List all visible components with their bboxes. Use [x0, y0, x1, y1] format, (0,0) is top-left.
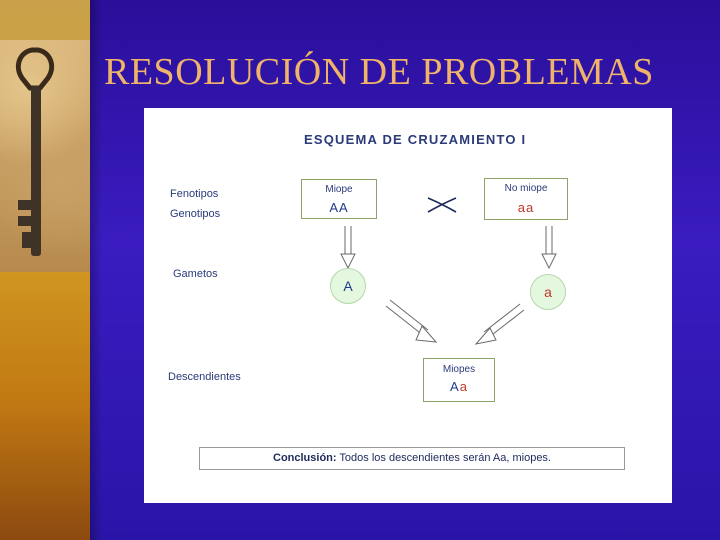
- offspring-box: Miopes Aa: [423, 358, 495, 402]
- label-fenotipos: Fenotipos: [170, 188, 219, 200]
- diagram-arrows: [340, 197, 557, 345]
- decorative-shadow: [90, 0, 102, 540]
- label-genotipos: Genotipos: [170, 208, 221, 220]
- arrow-parent2-to-gamete: [541, 226, 557, 270]
- offspring-allele-recessive: a: [459, 379, 468, 394]
- crossing-diagram-panel: ESQUEMA DE CRUZAMIENTO I Fenotipos Genot…: [144, 108, 672, 503]
- parent1-phenotype: Miope: [325, 184, 353, 195]
- offspring-genotype: Aa: [424, 379, 494, 394]
- offspring-allele-dominant: A: [450, 379, 460, 394]
- key-photo: [0, 40, 90, 272]
- label-descendientes: Descendientes: [168, 371, 241, 383]
- parent2-genotype: aa: [517, 200, 535, 215]
- arrow-parent1-to-gamete: [340, 226, 356, 270]
- conclusion-box: Conclusión: Todos los descendientes será…: [199, 447, 625, 470]
- parent2-box: No miope aa: [484, 178, 568, 220]
- arrow-gamete1-to-offspring: [385, 299, 438, 343]
- cross-symbol-icon: [427, 197, 457, 213]
- scheme-title: ESQUEMA DE CRUZAMIENTO I: [304, 132, 527, 147]
- slide-title: RESOLUCIÓN DE PROBLEMAS: [104, 51, 654, 93]
- conclusion-label: Conclusión:: [273, 452, 337, 464]
- key-icon: [15, 47, 55, 256]
- offspring-phenotype: Miopes: [442, 364, 476, 375]
- parent1-genotype: AA: [329, 200, 349, 215]
- label-gametos: Gametos: [173, 268, 218, 280]
- gamete-2: a: [530, 274, 566, 310]
- parent2-phenotype: No miope: [504, 183, 548, 194]
- gamete-1: A: [330, 268, 366, 304]
- conclusion-text: Todos los descendientes serán Aa, miopes…: [336, 452, 551, 464]
- arrow-gamete2-to-offspring: [474, 303, 525, 345]
- parent1-box: Miope AA: [301, 179, 377, 219]
